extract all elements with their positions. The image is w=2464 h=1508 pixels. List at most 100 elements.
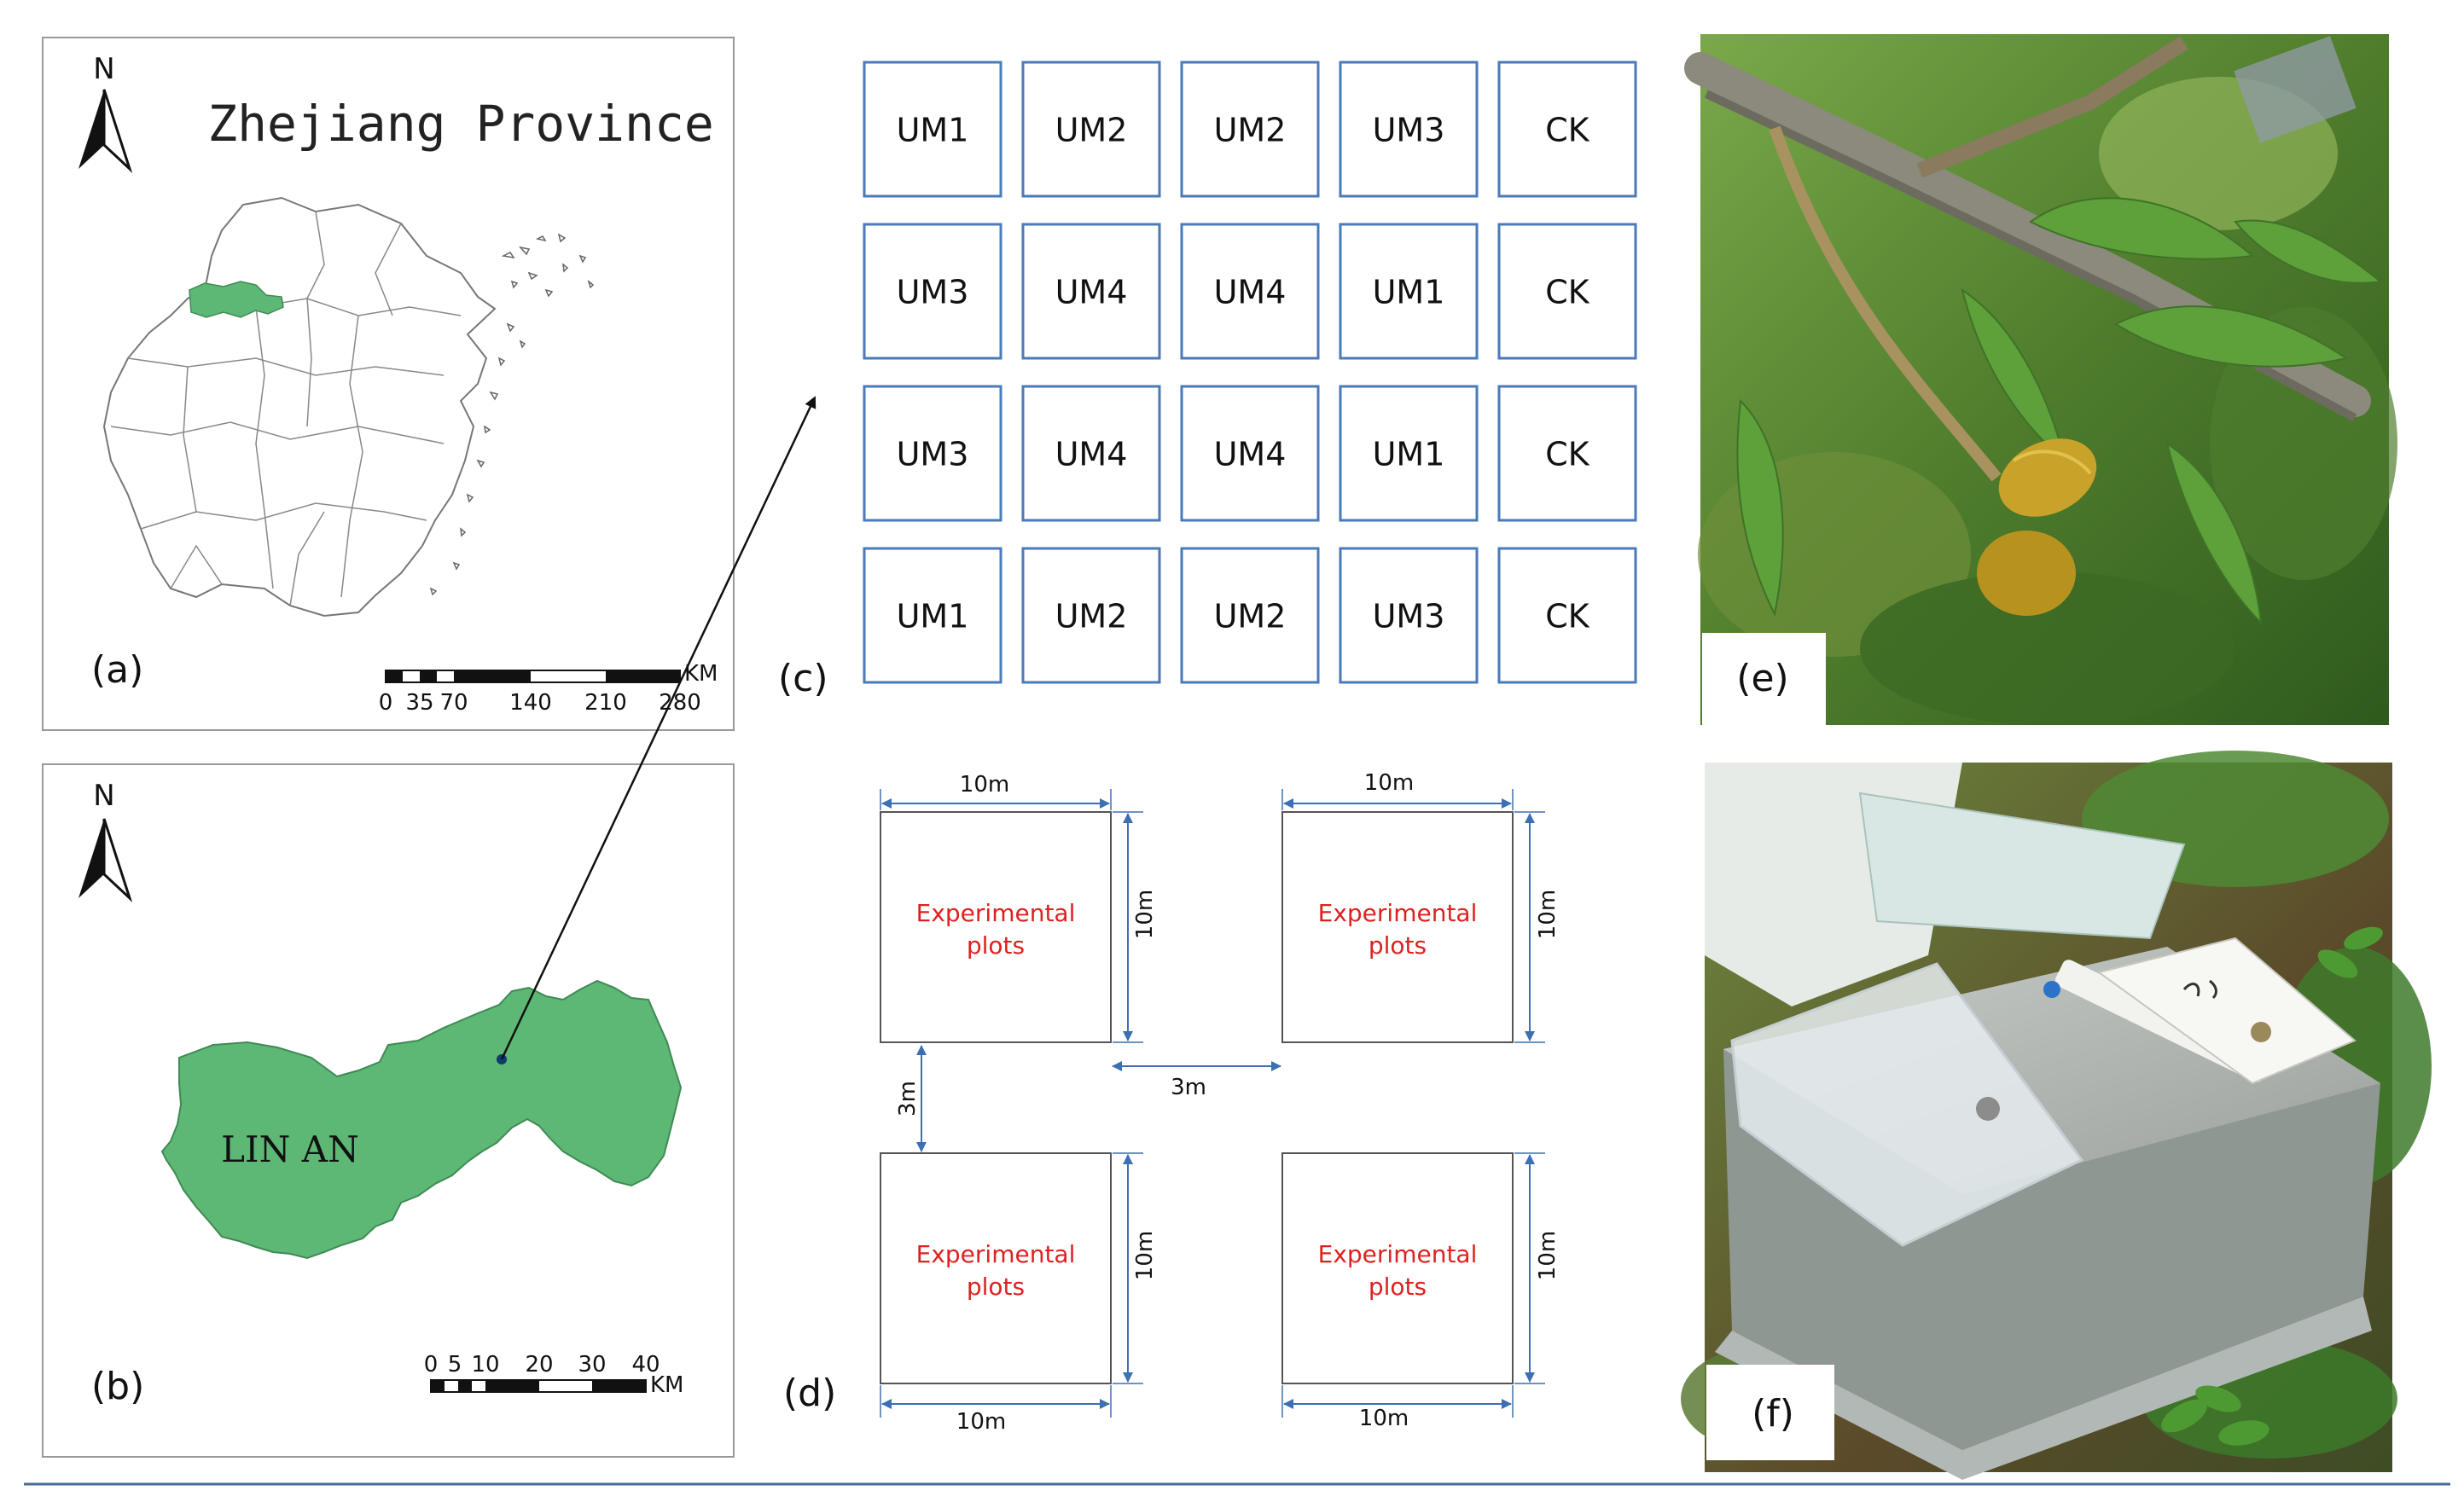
north-arrow-icon: [78, 818, 133, 903]
scale-bar-b: [430, 1379, 647, 1393]
scale-tick-b: 20: [525, 1352, 553, 1378]
grid-cell-label: UM2: [1214, 112, 1287, 149]
scale-bar-a: [385, 670, 681, 683]
grid-cell: [1180, 385, 1320, 522]
dim-text: 10m: [1132, 890, 1158, 939]
grid-cell-label: UM1: [1373, 274, 1445, 311]
dim-text: 10m: [1359, 1406, 1409, 1431]
scale-tick-b: 30: [578, 1352, 606, 1378]
grid-cell-label: CK: [1545, 112, 1590, 149]
grid-cell-label: UM4: [1055, 436, 1128, 473]
panel-a: N Zhejiang Province: [42, 37, 735, 731]
grid-cell: [863, 547, 1002, 684]
gas-sample-bag: [1730, 962, 2084, 1247]
plot-label-line2: plots: [1369, 931, 1427, 960]
grid-cell: [1339, 385, 1479, 522]
scale-tick-b: 0: [424, 1352, 439, 1378]
plot-label-line2: plots: [1369, 1273, 1427, 1301]
scale-tick-b: 40: [631, 1352, 660, 1378]
county-boundaries: [110, 211, 462, 606]
site-to-grid-arrow: [500, 396, 816, 1060]
gap-dim-text: 3m: [1171, 1075, 1206, 1100]
dim-text: 10m: [1364, 770, 1414, 796]
grid-cell: [1339, 547, 1479, 684]
scale-tick-b: 10: [471, 1352, 499, 1378]
grid-cell: [1339, 61, 1479, 198]
grid-cell: [863, 385, 1002, 522]
plot-square: [1281, 1152, 1514, 1384]
grid-cell: [1021, 223, 1161, 360]
scale-tick-b: 5: [448, 1352, 462, 1378]
plot-label-line1: Experimental: [916, 1240, 1076, 1268]
plot-label-line2: plots: [967, 1273, 1025, 1301]
grid-cell: [1180, 547, 1320, 684]
plot-label-line1: Experimental: [916, 899, 1076, 927]
grid-cell: [1497, 547, 1637, 684]
scale-unit-b: KM: [650, 1372, 683, 1398]
grid-cell-label: CK: [1545, 598, 1590, 635]
grid-cell-label: CK: [1545, 274, 1590, 311]
grid-cell-label: UM2: [1055, 112, 1128, 149]
map-title: Zhejiang Province: [207, 95, 714, 153]
grid-cell-label: CK: [1545, 436, 1590, 473]
scale-tick-a: 70: [439, 690, 468, 716]
panel-e-photo: (e): [1684, 34, 2397, 725]
dim-text: 10m: [960, 772, 1009, 798]
grid-cell-label: UM1: [897, 598, 969, 635]
panel-c-label: (c): [778, 657, 828, 700]
scale-tick-a: 140: [509, 690, 552, 716]
grid-cell: [863, 223, 1002, 360]
panel-e-label-box: [1702, 633, 1826, 725]
panel-b: N LIN AN (b) 0 5 10 20 30 40 KM: [42, 763, 735, 1458]
plot-label-line1: Experimental: [1318, 1240, 1478, 1268]
grid-cell-label: UM3: [1373, 598, 1445, 635]
panel-b-label: (b): [91, 1365, 144, 1408]
linan-map: [160, 979, 683, 1260]
scale-tick-a: 35: [405, 690, 433, 716]
grid-cell: [1497, 61, 1637, 198]
dim-text: 10m: [1535, 1231, 1560, 1280]
plot-square: [880, 811, 1112, 1043]
panel-f-label-box: [1706, 1365, 1834, 1460]
dim-text: 10m: [1132, 1231, 1158, 1280]
grid-cell-label: UM2: [1055, 598, 1128, 635]
grid-cell: [1180, 61, 1320, 198]
grid-cell-label: UM3: [897, 436, 969, 473]
scale-tick-a: 0: [379, 690, 393, 716]
panel-d: (d) Experimental plots Experimental plot…: [783, 770, 1560, 1435]
dim-text: 10m: [956, 1409, 1006, 1435]
gap-dim-text: 3m: [895, 1081, 921, 1116]
dim-text: 10m: [1535, 890, 1560, 939]
coastal-islands: [429, 233, 595, 596]
panel-a-label: (a): [91, 648, 143, 692]
grid-cell-label: UM4: [1214, 274, 1287, 311]
grid-cell: [1021, 61, 1161, 198]
north-label: N: [93, 779, 114, 813]
grid-cell: [1021, 547, 1161, 684]
grid-cell-label: UM3: [897, 274, 969, 311]
panel-f-label: (f): [1752, 1392, 1794, 1436]
panel-f-photo: (f): [1681, 751, 2432, 1480]
sample-label-card: [2096, 937, 2356, 1085]
panel-e-label: (e): [1736, 657, 1788, 700]
grid-cell: [1180, 223, 1320, 360]
fruit: [1977, 531, 2076, 616]
grid-cell-label: UM2: [1214, 598, 1287, 635]
north-label: N: [93, 52, 114, 86]
grid-cell-label: UM3: [1373, 112, 1445, 149]
plot-label-line1: Experimental: [1318, 899, 1478, 927]
grid-cell-label: UM4: [1055, 274, 1128, 311]
north-arrow-icon: [78, 89, 133, 174]
grid-cell: [1339, 223, 1479, 360]
grid-cell: [863, 61, 1002, 198]
plot-square: [1281, 811, 1514, 1043]
panel-d-label: (d): [783, 1372, 836, 1415]
grid-cell: [1497, 223, 1637, 360]
grid-cell: [1021, 385, 1161, 522]
scale-unit-a: KM: [684, 661, 718, 687]
region-name: LIN AN: [221, 1128, 359, 1170]
linan-highlight: [189, 281, 284, 318]
plot-label-line2: plots: [967, 931, 1025, 960]
